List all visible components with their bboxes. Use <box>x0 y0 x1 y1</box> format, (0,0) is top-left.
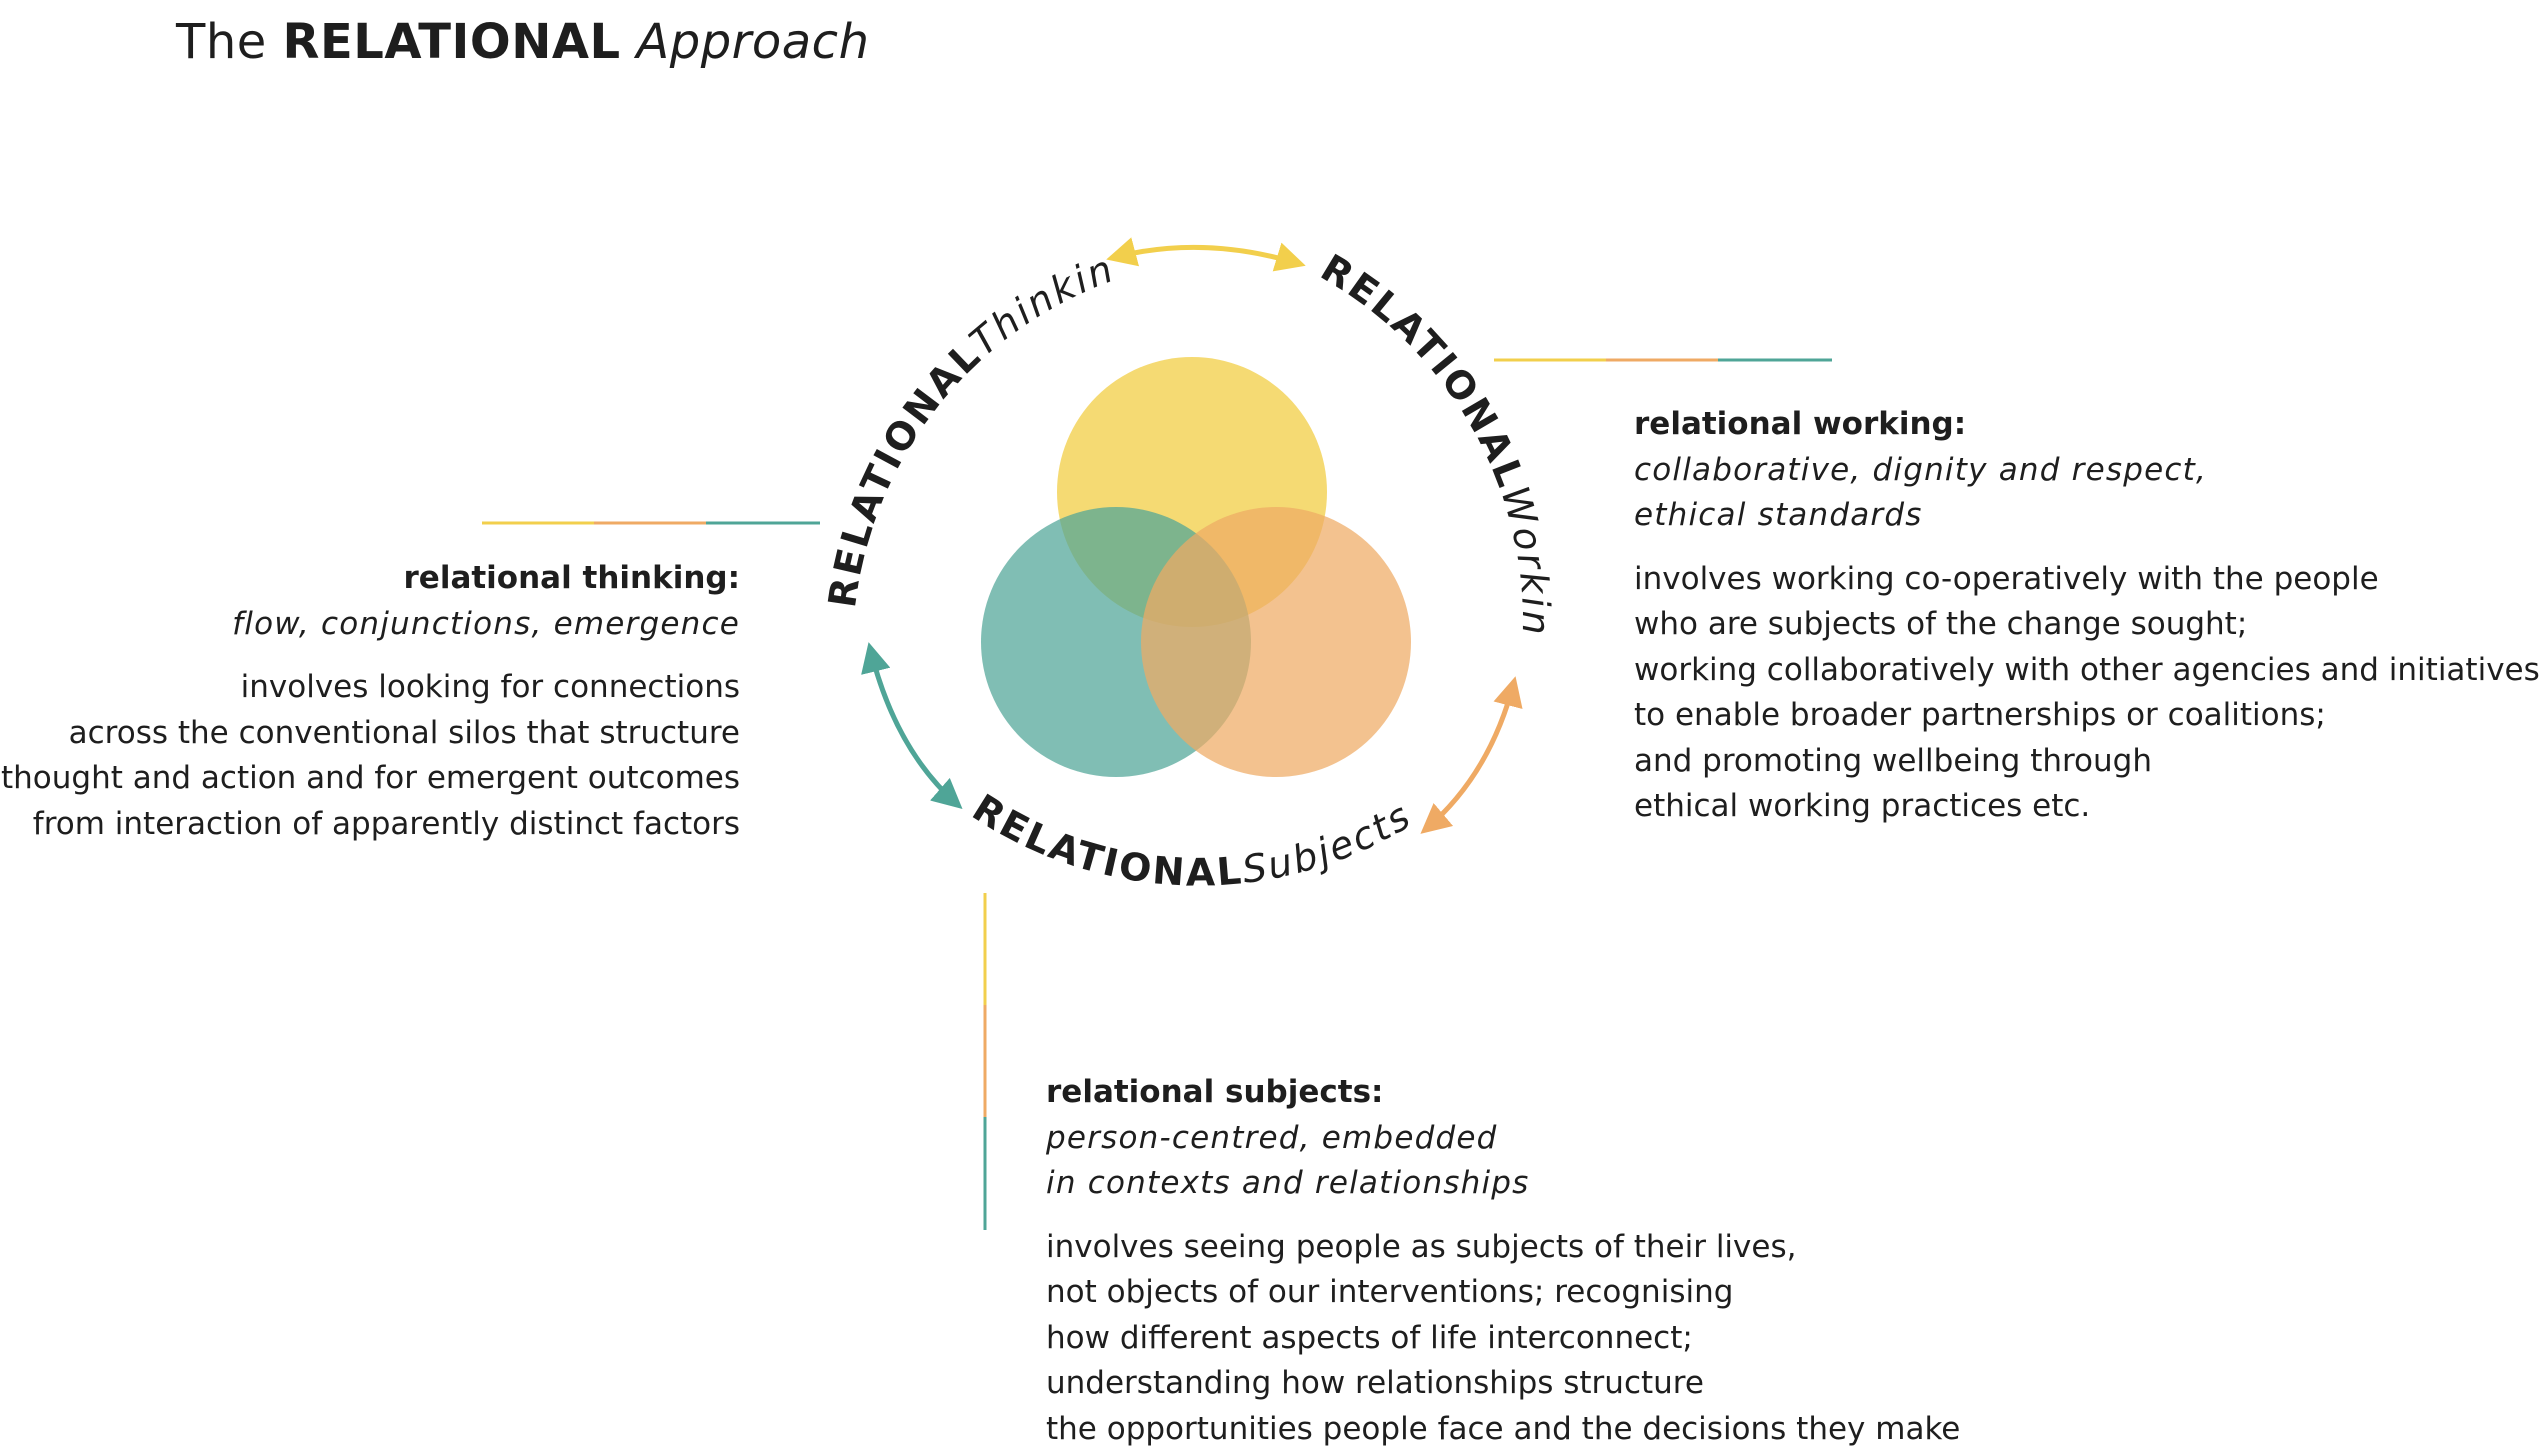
thinking-body-line: from interaction of apparently distinct … <box>1 802 740 848</box>
working-body-line: and promoting wellbeing through <box>1634 739 2540 785</box>
working-heading: relational working: <box>1634 402 2540 448</box>
title-italic: Approach <box>636 14 869 70</box>
ring-label-thinking: RELATIONALThinking <box>0 0 1121 610</box>
working-body-line: who are subjects of the change sought; <box>1634 602 2540 648</box>
title-bold: RELATIONAL <box>283 14 621 70</box>
thinking-body: involves looking for connections across … <box>1 665 740 847</box>
arrow-thinking-working <box>1112 247 1300 264</box>
subjects-body-line: involves seeing people as subjects of th… <box>1046 1225 1960 1271</box>
title-prefix: The <box>176 14 267 70</box>
page-title: The RELATIONAL Approach <box>176 10 870 74</box>
arrow-working-subjects <box>1425 682 1514 830</box>
subjects-body-line: the opportunities people face and the de… <box>1046 1407 1960 1452</box>
working-body-line: working collaboratively with other agenc… <box>1634 648 2540 694</box>
subjects-body: involves seeing people as subjects of th… <box>1046 1225 1960 1452</box>
ring-label-subjects: RELATIONALSubjects <box>965 786 1419 895</box>
subjects-subtitle-line: person-centred, embedded <box>1046 1116 1960 1162</box>
working-subtitle-line: ethical standards <box>1634 493 2540 539</box>
orange-circle <box>1141 507 1411 777</box>
thinking-subtitle: flow, conjunctions, emergence <box>1 602 740 648</box>
thinking-description: relational thinking: flow, conjunctions,… <box>1 556 740 847</box>
subjects-heading: relational subjects: <box>1046 1070 1960 1116</box>
arrow-thinking-subjects <box>870 648 958 805</box>
working-body-line: to enable broader partnerships or coalit… <box>1634 693 2540 739</box>
thinking-body-line: involves looking for connections <box>1 665 740 711</box>
working-subtitle-line: collaborative, dignity and respect, <box>1634 448 2540 494</box>
working-body: involves working co-operatively with the… <box>1634 557 2540 830</box>
working-description: relational working: collaborative, digni… <box>1634 402 2540 830</box>
subjects-body-line: understanding how relationships structur… <box>1046 1361 1960 1407</box>
thinking-body-line: thought and action and for emergent outc… <box>1 756 740 802</box>
thinking-body-line: across the conventional silos that struc… <box>1 711 740 757</box>
subjects-body-line: not objects of our interventions; recogn… <box>1046 1270 1960 1316</box>
subjects-body-line: how different aspects of life interconne… <box>1046 1316 1960 1362</box>
subjects-description: relational subjects: person-centred, emb… <box>1046 1070 1960 1452</box>
working-body-line: ethical working practices etc. <box>1634 784 2540 830</box>
thinking-heading: relational thinking: <box>1 556 740 602</box>
subjects-subtitle-line: in contexts and relationships <box>1046 1161 1960 1207</box>
working-body-line: involves working co-operatively with the… <box>1634 557 2540 603</box>
